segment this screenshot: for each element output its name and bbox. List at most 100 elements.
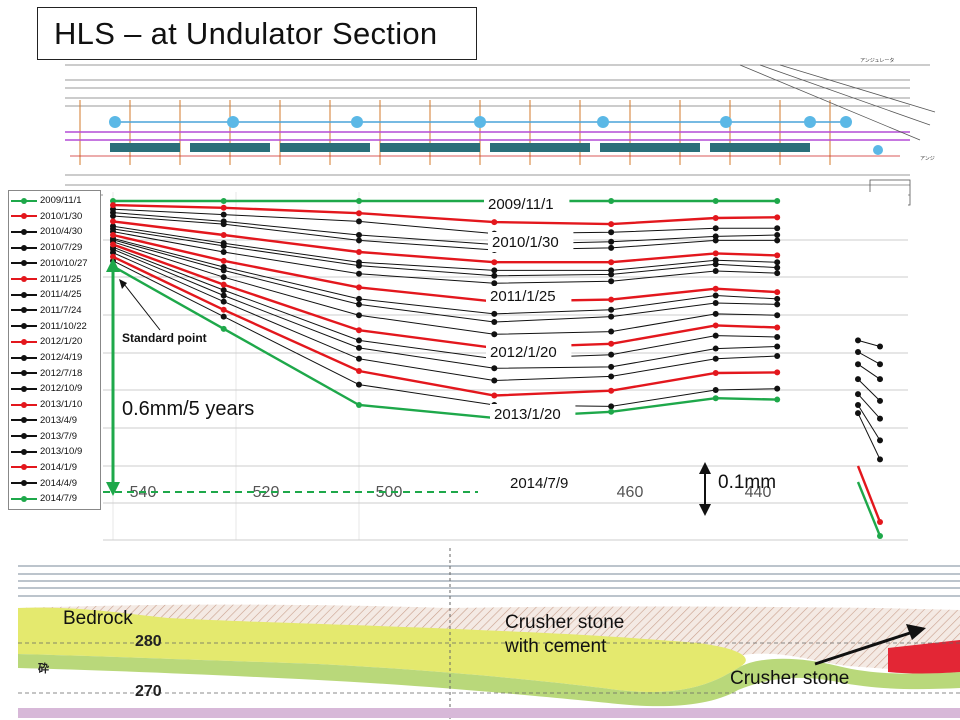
- legend-item: 2011/10/22: [11, 320, 87, 333]
- data-point: [608, 373, 615, 380]
- legend-label: 2011/4/25: [40, 289, 82, 301]
- data-point: [491, 259, 498, 266]
- date-label-bg: [506, 473, 583, 493]
- tail-series: [855, 402, 883, 444]
- geology-section: 280 270 砕 Bedrock Crusher stone with cem…: [18, 548, 960, 720]
- legend-swatch: [11, 464, 37, 471]
- legend-item: 2011/7/24: [11, 304, 82, 317]
- data-point: [608, 306, 615, 313]
- data-point: [712, 322, 719, 329]
- data-point: [774, 214, 781, 221]
- data-point: [220, 298, 227, 305]
- tail-point: [877, 361, 883, 368]
- data-point: [774, 270, 781, 277]
- tail-line: [857, 363, 881, 380]
- data-point: [712, 345, 719, 352]
- elev-tick-270: 270: [135, 683, 162, 700]
- svg-text:アンジュレータ: アンジュレータ: [860, 57, 894, 64]
- data-point: [220, 221, 227, 228]
- data-point: [608, 278, 615, 285]
- data-point: [608, 244, 615, 251]
- tail-point: [855, 348, 861, 355]
- tail-layer: [855, 337, 883, 539]
- data-point: [774, 324, 781, 331]
- tail-line: [857, 393, 881, 419]
- data-point: [774, 334, 781, 340]
- date-label-bg: [490, 404, 576, 424]
- legend-swatch: [11, 244, 37, 251]
- tail-point: [855, 376, 861, 383]
- data-point: [491, 272, 498, 279]
- legend-label: 2011/1/25: [40, 273, 82, 285]
- date-labels: 2009/11/12010/1/302011/1/252012/1/202013…: [484, 194, 583, 493]
- data-point: [491, 365, 498, 372]
- date-label: 2011/1/25: [490, 288, 556, 305]
- legend-item: 2010/1/30: [11, 210, 82, 223]
- data-point: [774, 369, 781, 376]
- data-point: [712, 332, 719, 339]
- tail-point: [877, 533, 883, 539]
- data-point: [491, 310, 498, 317]
- data-point: [220, 292, 227, 299]
- tail-drop: [856, 465, 883, 539]
- data-point: [774, 385, 781, 392]
- legend-item: 2010/10/27: [11, 257, 88, 270]
- rate-arrow-head-top: [106, 258, 120, 272]
- tail-point: [877, 456, 883, 463]
- data-point: [712, 250, 719, 257]
- tail-point: [877, 343, 883, 350]
- standard-point-label: Standard point: [122, 331, 207, 345]
- legend-swatch: [11, 495, 37, 502]
- data-point: [110, 212, 116, 219]
- legend-swatch: [11, 228, 37, 235]
- tail-series: [855, 348, 883, 368]
- legend-item: 2012/1/20: [11, 335, 82, 348]
- data-point: [356, 262, 362, 269]
- data-point: [356, 312, 362, 319]
- elev-tick-280: 280: [135, 633, 162, 650]
- data-point: [220, 232, 227, 238]
- legend-item: 2013/1/10: [11, 398, 82, 411]
- legend-swatch: [11, 354, 37, 361]
- scale-arrow-head-bottom: [699, 504, 711, 516]
- tail-point: [855, 337, 861, 344]
- legend-swatch: [11, 213, 37, 220]
- data-point: [491, 219, 498, 226]
- data-point: [356, 301, 362, 308]
- data-point: [712, 395, 719, 402]
- tail-series: [855, 376, 883, 404]
- data-point: [608, 238, 615, 245]
- date-label: 2009/11/1: [488, 196, 554, 213]
- tail-line: [857, 339, 881, 347]
- legend-swatch: [11, 385, 37, 392]
- data-point: [608, 229, 615, 236]
- date-label-bg: [486, 286, 572, 306]
- data-point: [712, 225, 719, 232]
- tail-line: [857, 404, 881, 441]
- legend-label: 2013/10/9: [40, 446, 83, 458]
- data-point: [356, 218, 362, 225]
- standard-point-pointer: [123, 283, 161, 331]
- legend-swatch: [11, 433, 37, 439]
- data-point: [774, 295, 781, 302]
- data-point: [220, 287, 227, 294]
- data-point: [356, 344, 362, 351]
- data-point: [774, 259, 781, 266]
- x-tick-label: 440: [745, 484, 772, 501]
- data-point: [491, 331, 498, 338]
- data-point: [774, 289, 781, 296]
- legend-label: 2011/10/22: [40, 320, 87, 332]
- data-point: [110, 202, 116, 209]
- data-point: [220, 281, 227, 288]
- data-point: [220, 325, 227, 332]
- tail-series: [855, 337, 883, 350]
- data-point: [608, 387, 615, 394]
- legend-item: 2014/4/9: [11, 477, 77, 490]
- data-point: [356, 381, 362, 388]
- data-point: [608, 328, 615, 335]
- legend-item: 2014/1/9: [11, 461, 77, 474]
- rate-label: 0.6mm/5 years: [122, 398, 254, 420]
- data-point: [712, 387, 719, 394]
